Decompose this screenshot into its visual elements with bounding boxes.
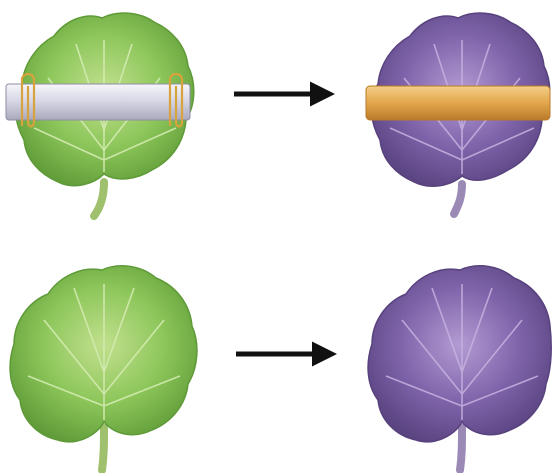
leaf-stem bbox=[102, 428, 104, 470]
leaf-panel-bottom-right bbox=[368, 266, 551, 470]
purple-leaf bbox=[368, 266, 551, 442]
leaf-panel-top-right bbox=[366, 13, 550, 214]
leaf-stem bbox=[454, 184, 462, 214]
leaf-panel-top-left bbox=[6, 13, 194, 216]
leaf-stem bbox=[94, 182, 104, 216]
leaf-stem bbox=[460, 428, 462, 470]
orange-band bbox=[366, 86, 550, 120]
leaf-panel-bottom-left bbox=[10, 266, 197, 470]
